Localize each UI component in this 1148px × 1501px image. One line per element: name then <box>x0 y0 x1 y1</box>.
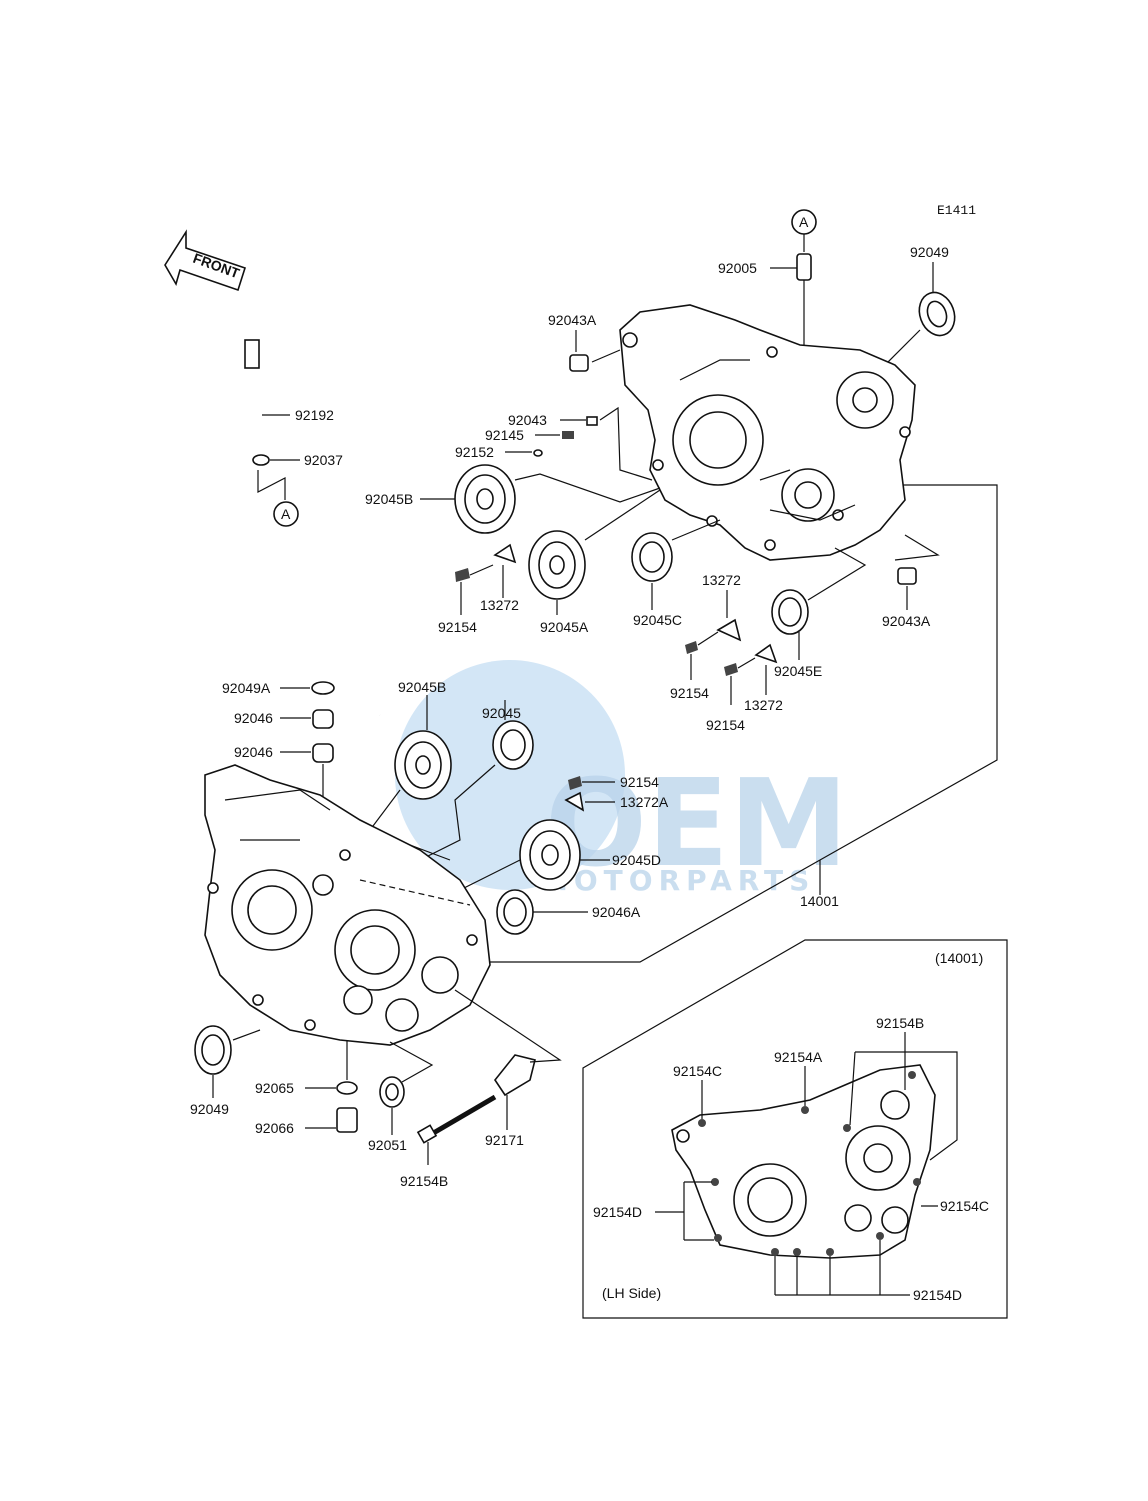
label-92043: 92043 <box>508 412 547 428</box>
label-92066: 92066 <box>255 1120 294 1136</box>
right-crankcase-half <box>619 304 916 561</box>
label-92046-1: 92046 <box>234 710 273 726</box>
plate-13272-a <box>493 543 517 564</box>
label-92192: 92192 <box>295 407 334 423</box>
watermark-brand: OEM <box>545 755 848 894</box>
inset-side-label: (LH Side) <box>602 1285 661 1301</box>
screw-92154-c <box>724 663 738 676</box>
bearing-92046a <box>496 889 534 935</box>
bearing-92045 <box>492 720 534 770</box>
label-92045: 92045 <box>482 705 521 721</box>
label-92005: 92005 <box>718 260 757 276</box>
bearing-92045a <box>528 530 586 600</box>
bracket-92171 <box>494 1054 536 1097</box>
plug-92145 <box>562 431 574 439</box>
callout-a-left-letter: A <box>281 506 291 522</box>
label-92154-b: 92154 <box>670 685 709 701</box>
label-92154-c: 92154 <box>706 717 745 733</box>
bolt-92154b <box>416 1094 497 1144</box>
bearing-92045c <box>631 532 673 582</box>
clamp-92037 <box>252 454 270 466</box>
inset-label-92154d-right: 92154D <box>913 1287 962 1303</box>
label-92045e: 92045E <box>774 663 822 679</box>
screw-92154-b <box>685 641 698 654</box>
label-92154-a: 92154 <box>438 619 477 635</box>
jet-92152 <box>533 449 543 457</box>
label-13272-b: 13272 <box>702 572 741 588</box>
bushing-92046-1 <box>312 709 334 729</box>
label-92065: 92065 <box>255 1080 294 1096</box>
label-92045b-top: 92045B <box>365 491 413 507</box>
washer-92065 <box>336 1081 358 1095</box>
label-92045b-mid: 92045B <box>398 679 446 695</box>
inset-label-92154c-right: 92154C <box>940 1198 989 1214</box>
label-92045d: 92045D <box>612 852 661 868</box>
watermark: OEM MOTORPARTS <box>395 660 848 897</box>
seal-92049a <box>311 681 335 695</box>
label-92045a: 92045A <box>540 619 589 635</box>
bushing-92046-2 <box>312 743 334 763</box>
label-92043a-right: 92043A <box>882 613 931 629</box>
label-92171: 92171 <box>485 1132 524 1148</box>
inset-label-92154b: 92154B <box>876 1015 924 1031</box>
label-92051: 92051 <box>368 1137 407 1153</box>
label-92049-top: 92049 <box>910 244 949 260</box>
screw-92154-a <box>455 568 470 582</box>
breather-hose <box>153 315 387 717</box>
diagram-code: E1411 <box>937 203 976 218</box>
label-92045c: 92045C <box>633 612 682 628</box>
screw-92154-d <box>568 776 582 790</box>
label-92145: 92145 <box>485 427 524 443</box>
dowel-92043a-top <box>569 354 589 372</box>
inset-label-92154a: 92154A <box>774 1049 823 1065</box>
label-13272-c: 13272 <box>744 697 783 713</box>
bearing-92045b-mid <box>394 730 452 800</box>
label-92154b-bottom: 92154B <box>400 1173 448 1189</box>
drain-bolt-92066 <box>336 1107 358 1133</box>
label-92049-bottom: 92049 <box>190 1101 229 1117</box>
inset-label-92154d-left: 92154D <box>593 1204 642 1220</box>
label-13272-a: 13272 <box>480 597 519 613</box>
dowel-92043a-right <box>897 567 917 585</box>
oil-seal-92045e <box>771 589 809 635</box>
label-13272a: 13272A <box>620 794 669 810</box>
left-crankcase-half <box>204 764 491 1046</box>
seal-92051 <box>379 1076 405 1108</box>
callout-a-top-letter: A <box>799 214 809 230</box>
label-92043a-top: 92043A <box>548 312 597 328</box>
label-92152: 92152 <box>455 444 494 460</box>
oil-seal-92049-bottom <box>194 1025 232 1075</box>
plate-13272-b <box>716 618 742 642</box>
label-92037: 92037 <box>304 452 343 468</box>
label-92046-2: 92046 <box>234 744 273 760</box>
inset-title: (14001) <box>935 950 983 966</box>
plate-13272a <box>564 791 585 812</box>
callout-a-left <box>273 501 299 527</box>
bearing-92045b-top <box>454 464 516 534</box>
label-14001: 14001 <box>800 893 839 909</box>
dowel-92043 <box>586 416 598 426</box>
front-arrow-icon: FRONT <box>164 229 247 292</box>
watermark-sub: MOTORPARTS <box>540 864 815 897</box>
inset-lh-side: (14001) (LH Side) 92154B 92154A 92154C <box>582 939 1008 1319</box>
label-92154-d: 92154 <box>620 774 659 790</box>
bearing-92045d <box>519 819 581 891</box>
plate-13272-c <box>754 643 778 664</box>
inset-label-92154c-left: 92154C <box>673 1063 722 1079</box>
fitting-92005 <box>796 253 812 281</box>
label-92046a: 92046A <box>592 904 641 920</box>
label-92049a: 92049A <box>222 680 271 696</box>
